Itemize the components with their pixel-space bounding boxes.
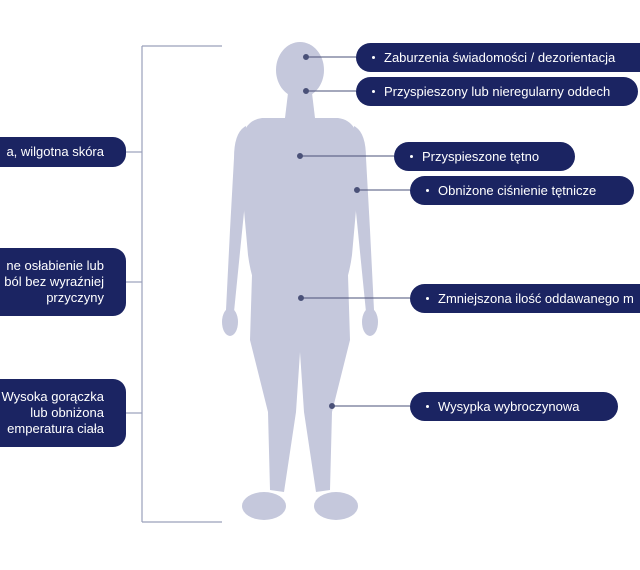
bullet-icon xyxy=(426,297,429,300)
symptom-pill-rash: Wysypka wybroczynowa xyxy=(410,392,618,421)
human-silhouette-icon xyxy=(222,42,378,520)
symptom-pill-weakness: ne osłabienie lub ból bez wyraźniej przy… xyxy=(0,248,126,316)
dot-arm xyxy=(354,187,360,193)
symptom-label: a, wilgotna skóra xyxy=(6,144,104,159)
symptom-label: ne osłabienie lub ból bez wyraźniej przy… xyxy=(4,258,104,305)
symptom-label: Przyspieszone tętno xyxy=(422,148,540,164)
dot-pelvis xyxy=(298,295,304,301)
dot-head xyxy=(303,54,309,60)
symptom-pill-urine: Zmniejszona ilość oddawanego m xyxy=(410,284,640,313)
symptom-pill-consciousness: Zaburzenia świadomości / dezorientacja xyxy=(356,43,640,72)
bullet-icon xyxy=(426,189,429,192)
bullet-icon xyxy=(372,90,375,93)
symptom-label: Obniżone ciśnienie tętnicze xyxy=(438,182,597,198)
symptom-pill-breathing: Przyspieszony lub nieregularny oddech xyxy=(356,77,638,106)
dot-mouth xyxy=(303,88,309,94)
dot-knee xyxy=(329,403,335,409)
symptom-pill-skin: a, wilgotna skóra xyxy=(0,137,126,167)
symptom-pill-heart-rate: Przyspieszone tętno xyxy=(394,142,575,171)
symptom-label: Przyspieszony lub nieregularny oddech xyxy=(384,83,611,99)
symptom-label: Zmniejszona ilość oddawanego m xyxy=(438,290,634,306)
symptom-label: Wysoka gorączka lub obniżona emperatura … xyxy=(1,389,104,436)
bullet-icon xyxy=(426,405,429,408)
symptom-pill-blood-pressure: Obniżone ciśnienie tętnicze xyxy=(410,176,634,205)
symptom-label: Wysypka wybroczynowa xyxy=(438,398,580,414)
connector-lines xyxy=(297,54,410,409)
left-bracket xyxy=(126,45,222,523)
bullet-icon xyxy=(410,155,413,158)
bullet-icon xyxy=(372,56,375,59)
dot-chest xyxy=(297,153,303,159)
symptom-label: Zaburzenia świadomości / dezorientacja xyxy=(384,49,616,65)
symptom-pill-fever: Wysoka gorączka lub obniżona emperatura … xyxy=(0,379,126,447)
